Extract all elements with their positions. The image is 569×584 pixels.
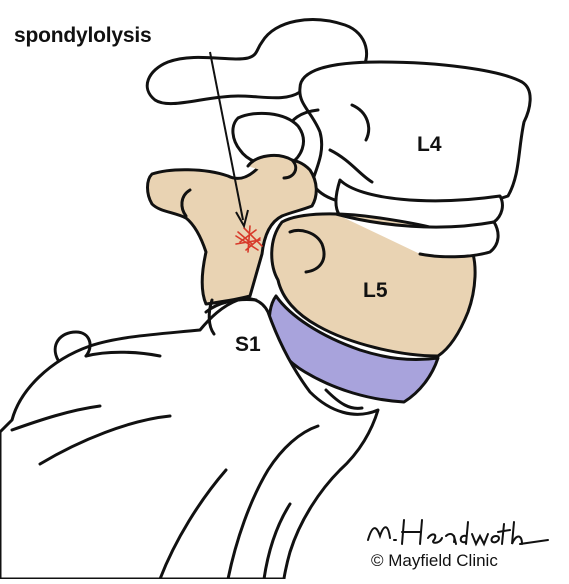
copyright-notice: © Mayfield Clinic [371,551,498,571]
